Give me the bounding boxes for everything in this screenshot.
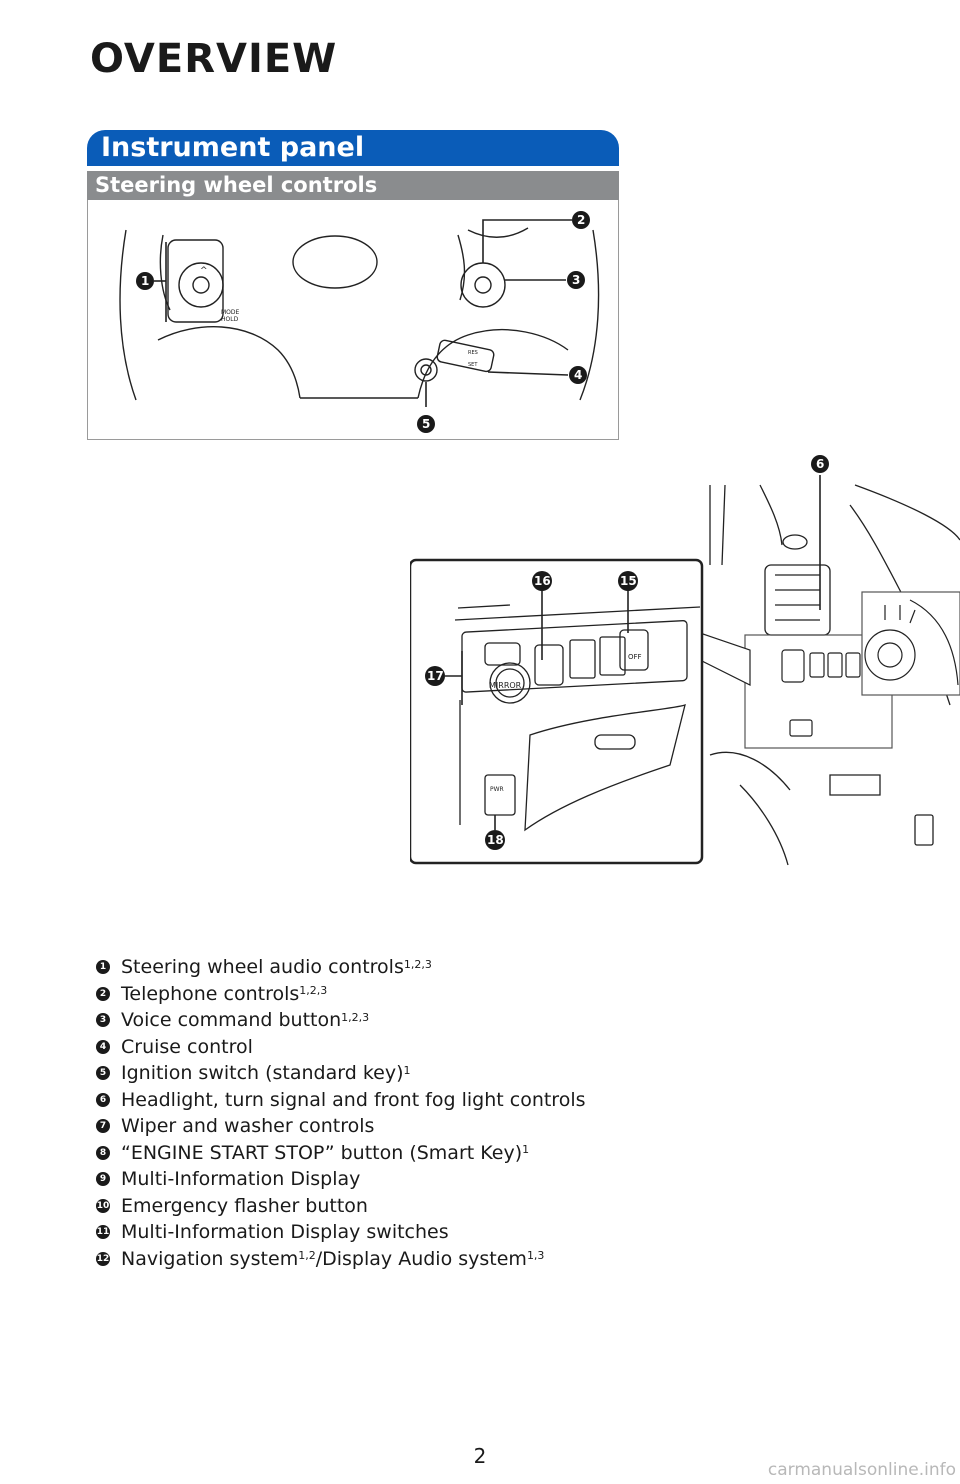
callout-18: 18: [485, 830, 505, 850]
svg-text:3: 3: [572, 273, 580, 287]
callout-4: 4: [569, 366, 587, 384]
svg-text:1: 1: [141, 274, 149, 288]
svg-text:2: 2: [577, 213, 585, 227]
svg-text:^: ^: [200, 266, 208, 276]
svg-text:16: 16: [534, 574, 551, 588]
callout-6: 6: [811, 455, 829, 473]
mode-label: MODE: [221, 309, 240, 316]
svg-text:5: 5: [422, 417, 430, 431]
callout-1: 1: [136, 272, 154, 290]
svg-text:15: 15: [620, 574, 637, 588]
number-badge: 8: [96, 1145, 110, 1160]
svg-text:18: 18: [487, 833, 504, 847]
dashboard-illustration: MIRROR OFF PWR 6 15 16 17 18: [408, 455, 960, 866]
number-badge: 10: [96, 1198, 110, 1213]
pwr-label: PWR: [490, 786, 504, 793]
number-badge: 6: [96, 1092, 110, 1107]
number-badge: 2: [96, 986, 110, 1001]
number-badge: 1: [96, 960, 110, 975]
number-badge: 9: [96, 1172, 110, 1187]
page-number: 2: [473, 1444, 487, 1468]
page-title: OVERVIEW: [90, 36, 338, 82]
section-tab: Instrument panel: [87, 130, 619, 166]
off-label: OFF: [628, 653, 642, 661]
number-badge: 5: [96, 1066, 110, 1081]
svg-text:4: 4: [574, 368, 582, 382]
callout-2: 2: [572, 211, 590, 229]
svg-text:17: 17: [427, 669, 444, 683]
res-label: RES: [468, 350, 478, 356]
callout-16: 16: [532, 571, 552, 591]
set-label: SET: [468, 362, 478, 368]
steering-wheel-figure: ^ MODE HOLD RES SET 1 2 3 4 5: [87, 200, 619, 440]
list-item: 8“ENGINE START STOP” button (Smart Key)1: [96, 1140, 586, 1167]
steering-wheel-illustration: ^ MODE HOLD RES SET 1 2 3 4 5: [119, 211, 600, 433]
callout-3: 3: [567, 271, 585, 289]
number-badge: 4: [96, 1039, 110, 1054]
svg-text:6: 6: [816, 457, 824, 471]
hold-label: HOLD: [221, 316, 239, 323]
mirror-label: MIRROR: [489, 681, 522, 690]
subsection-bar: Steering wheel controls: [87, 171, 619, 200]
number-badge: 12: [96, 1251, 110, 1266]
number-badge: 7: [96, 1119, 110, 1134]
number-badge: 3: [96, 1013, 110, 1028]
watermark[interactable]: carmanualsonline.info: [767, 1460, 956, 1480]
dashboard-figure: MIRROR OFF PWR 6 15 16 17 18: [408, 445, 960, 870]
callout-5: 5: [417, 415, 435, 433]
callout-15: 15: [618, 571, 638, 591]
callout-17: 17: [425, 666, 445, 686]
number-badge: 11: [96, 1225, 110, 1240]
